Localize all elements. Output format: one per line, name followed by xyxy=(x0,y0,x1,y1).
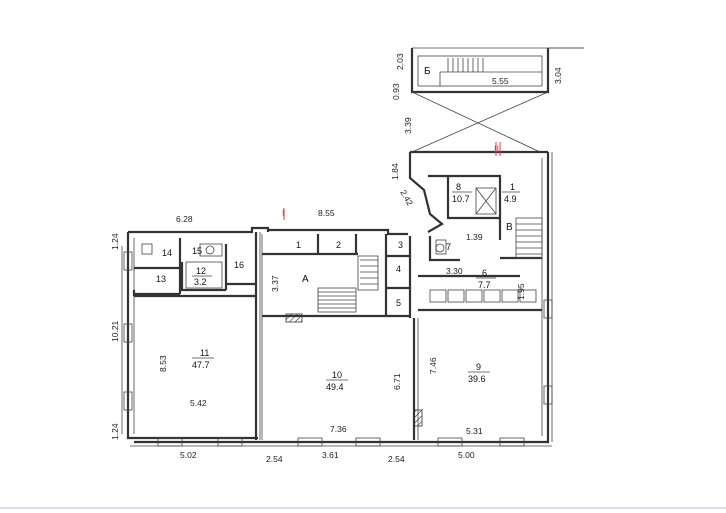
dim-6-28: 6.28 xyxy=(176,214,193,224)
letter-b-cyr: Б xyxy=(424,66,431,77)
dim-7-46: 7.46 xyxy=(428,357,438,374)
dim-5-55: 5.55 xyxy=(492,76,509,86)
dim-1-39: 1.39 xyxy=(466,232,483,242)
dim-1-24-bottom: 1.24 xyxy=(110,423,120,440)
room-area-1-right: 4.9 xyxy=(504,194,517,204)
dim-3-37: 3.37 xyxy=(270,275,280,292)
windows-bottom xyxy=(157,437,525,447)
dim-2-42: 2.42 xyxy=(398,188,415,208)
dim-2-03: 2.03 xyxy=(395,53,405,70)
room-number-1-right: 1 xyxy=(510,182,515,192)
dim-5-02: 5.02 xyxy=(180,450,197,460)
dim-2-54-a: 2.54 xyxy=(266,454,283,464)
dim-5-42: 5.42 xyxy=(190,398,207,408)
dim-3-04: 3.04 xyxy=(553,67,563,84)
room-number-16: 16 xyxy=(234,260,244,270)
dim-3-39: 3.39 xyxy=(403,117,413,134)
dim-8-53: 8.53 xyxy=(158,355,168,372)
room-6-fixtures xyxy=(429,289,537,303)
windows-left xyxy=(123,251,133,411)
dim-1-84: 1.84 xyxy=(390,163,400,180)
letter-a: А xyxy=(302,274,309,285)
dim-6-71: 6.71 xyxy=(392,373,402,390)
room-number-12: 12 xyxy=(196,266,206,276)
room-number-10: 10 xyxy=(332,370,342,380)
stair-steps-a xyxy=(318,291,356,309)
room-area-10: 49.4 xyxy=(326,382,344,392)
hatched-column-a xyxy=(285,313,303,323)
dim-1-24-top: 1.24 xyxy=(110,233,120,250)
dim-1-95: 1.95 xyxy=(516,283,526,300)
room-number-2: 2 xyxy=(336,240,341,250)
room-area-9: 39.6 xyxy=(468,374,486,384)
letter-v: В xyxy=(506,222,513,233)
room-number-11: 11 xyxy=(200,348,209,358)
outer-walls xyxy=(121,150,553,447)
room-number-9: 9 xyxy=(476,362,481,372)
windows-right xyxy=(543,299,553,405)
internal-walls xyxy=(132,174,543,440)
room-number-7: 7 xyxy=(446,242,451,252)
section-mark-i: I xyxy=(282,208,285,218)
dim-2-54-b: 2.54 xyxy=(388,454,405,464)
dim-0-93: 0.93 xyxy=(391,83,401,100)
stair-block-b xyxy=(410,47,584,153)
room-number-5: 5 xyxy=(396,298,401,308)
room-number-3: 3 xyxy=(398,240,403,250)
room-number-6: 6 xyxy=(482,268,487,278)
dim-5-31: 5.31 xyxy=(466,426,483,436)
room-number-14: 14 xyxy=(162,248,172,258)
dim-7-36: 7.36 xyxy=(330,424,347,434)
room-area-12: 3.2 xyxy=(194,277,207,287)
room-area-8: 10.7 xyxy=(452,194,470,204)
room-number-15: 15 xyxy=(192,246,202,256)
dim-3-61: 3.61 xyxy=(322,450,339,460)
dim-5-00: 5.00 xyxy=(458,450,475,460)
room-number-4: 4 xyxy=(396,264,401,274)
section-mark-ii: II xyxy=(494,144,499,154)
room-number-1-left: 1 xyxy=(296,240,301,250)
room-area-6: 7.7 xyxy=(478,280,491,290)
room-number-13: 13 xyxy=(156,274,166,284)
dim-10-21: 10.21 xyxy=(110,320,120,342)
room-area-11: 47.7 xyxy=(192,360,210,370)
room-number-8: 8 xyxy=(456,182,461,192)
hatched-column-b xyxy=(413,409,423,427)
stair-steps-v xyxy=(515,217,543,259)
dim-3-30: 3.30 xyxy=(446,266,463,276)
stair-steps-top xyxy=(439,58,484,86)
dim-8-55: 8.55 xyxy=(318,208,335,218)
